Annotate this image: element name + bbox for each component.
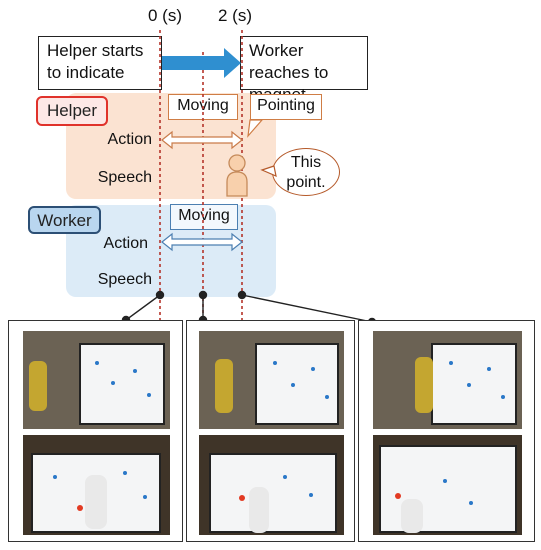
- time-label-2: 2 (s): [218, 6, 252, 25]
- start-callout: Helper starts to indicate: [38, 36, 162, 90]
- helper-tag: Helper: [36, 96, 108, 126]
- robot-view-1: [23, 435, 170, 535]
- photo-panel-2: [186, 320, 355, 542]
- helper-action-label: Action: [107, 131, 152, 148]
- worker-tag: Worker: [28, 206, 101, 234]
- helper-pointing-box: Pointing: [250, 94, 322, 120]
- photo-panel-1: [8, 320, 183, 542]
- photo-panel-3: [358, 320, 535, 542]
- helper-speech-label: Speech: [97, 169, 152, 186]
- helper-moving-box: Moving: [168, 94, 238, 120]
- third-person-view-2: [199, 331, 344, 429]
- helper-speech-bubble: This point.: [272, 148, 340, 196]
- third-person-view-3: [373, 331, 522, 429]
- worker-speech-label: Speech: [97, 271, 152, 288]
- worker-action-label: Action: [103, 235, 148, 252]
- worker-moving-box: Moving: [170, 204, 238, 230]
- end-callout: Worker reaches to magnet: [240, 36, 368, 104]
- robot-view-2: [199, 435, 344, 535]
- right-arrow-icon: [162, 48, 241, 78]
- third-person-view-1: [23, 331, 170, 429]
- robot-view-3: [373, 435, 522, 535]
- time-label-0: 0 (s): [148, 6, 182, 25]
